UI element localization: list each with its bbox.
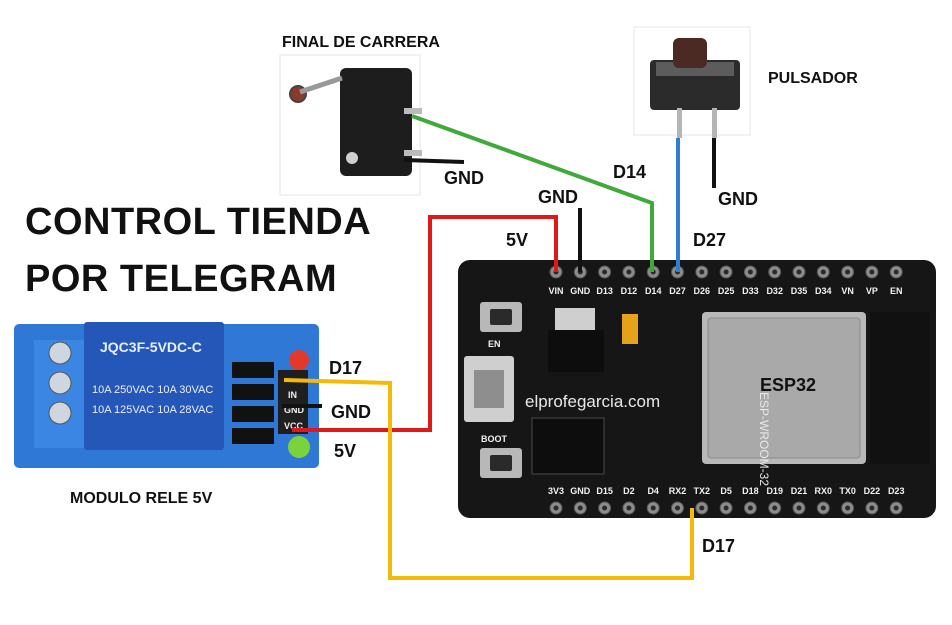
limit-switch-image	[279, 54, 422, 196]
esp-pin-label: EN	[890, 286, 903, 296]
esp-pin-center	[650, 505, 656, 511]
esp-module-text: ESP-WROOM-32	[757, 392, 771, 486]
esp-gnd-label: GND	[538, 187, 578, 207]
esp-pin-center	[602, 269, 608, 275]
esp-pin-center	[796, 269, 802, 275]
esp-pin-center	[772, 269, 778, 275]
esp-pin-center	[699, 505, 705, 511]
esp-pin-label: D33	[742, 286, 759, 296]
esp-pin-center	[845, 505, 851, 511]
esp32-board: VIN GND D13 D12 D14 D27 D26 D25 D33 D32 D35 D34 VN VP…	[458, 260, 936, 518]
esp-pin-label: D12	[621, 286, 638, 296]
wire-d17	[283, 378, 694, 580]
switch-d14-label: D14	[613, 162, 647, 182]
esp-pin-label: D23	[888, 486, 905, 496]
esp-pin-label: TX2	[694, 486, 711, 496]
relay-pin-in: IN	[288, 390, 297, 400]
esp-pin-center	[723, 269, 729, 275]
esp-pin-label: D32	[766, 286, 783, 296]
esp-pin-center	[893, 269, 899, 275]
esp-pin-label: D25	[718, 286, 735, 296]
wire-switch-gnd	[403, 158, 465, 164]
esp-pin-label: D22	[864, 486, 881, 496]
esp-pin-label: D13	[596, 286, 613, 296]
esp-pin-center	[577, 505, 583, 511]
esp-pin-center	[602, 505, 608, 511]
esp-pin-center	[723, 505, 729, 511]
relay-brand-text: JQC3F-5VDC-C	[100, 339, 202, 355]
relay-d17-label: D17	[329, 358, 363, 378]
esp-pin-label: D4	[647, 486, 659, 496]
esp-pin-label: D18	[742, 486, 759, 496]
relay-module-image: JQC3F-5VDC-C 10A 250VAC 10A 30VAC 10A 12…	[8, 318, 333, 474]
tx2-d17-label: D17	[702, 536, 736, 556]
esp-pin-label: D35	[791, 286, 808, 296]
esp-pin-label: GND	[570, 286, 591, 296]
esp-boot-button-label: BOOT	[481, 434, 508, 444]
esp-pin-center	[893, 505, 899, 511]
esp-pin-label: 3V3	[548, 486, 564, 496]
esp-pin-center	[699, 269, 705, 275]
esp32-bottom-pin-row: 3V3 GND D15 D2 D4 RX2 TX2 D5 D18 D19 D21 RX0 TX0 D22 D…	[548, 486, 905, 515]
esp-pin-label: GND	[570, 486, 591, 496]
esp-pin-label: VP	[866, 286, 878, 296]
esp-pin-label: VIN	[548, 286, 563, 296]
esp-pin-center	[747, 505, 753, 511]
watermark-text: elprofegarcia.com	[525, 392, 661, 411]
wires	[282, 114, 716, 580]
esp-pin-label: D27	[669, 286, 686, 296]
relay-gnd-label: GND	[331, 402, 371, 422]
esp-pin-label: D15	[596, 486, 613, 496]
push-button-image	[633, 26, 751, 138]
esp-pin-label: D26	[694, 286, 711, 296]
esp32-top-pin-row: VIN GND D13 D12 D14 D27 D26 D25 D33 D32 D35 D34 VN VP…	[548, 265, 903, 296]
esp-pin-center	[796, 505, 802, 511]
button-gnd-label: GND	[718, 189, 758, 209]
esp-pin-center	[820, 269, 826, 275]
esp-pin-label: D2	[623, 486, 635, 496]
esp-pin-center	[553, 505, 559, 511]
esp-pin-center	[820, 505, 826, 511]
esp-pin-center	[626, 505, 632, 511]
relay-pin-gnd: GND	[284, 405, 305, 415]
esp-pin-label: D19	[766, 486, 783, 496]
esp-5v-label: 5V	[506, 230, 529, 250]
title-line1: CONTROL TIENDA	[25, 201, 372, 243]
esp-pin-center	[675, 505, 680, 511]
esp-pin-label: D5	[720, 486, 732, 496]
relay-module-label: MODULO RELE 5V	[70, 490, 213, 507]
esp32-label: ESP32	[760, 375, 817, 395]
esp-en-button-label: EN	[488, 339, 501, 349]
esp-pin-label: RX2	[669, 486, 687, 496]
esp-pin-label: D34	[815, 286, 832, 296]
relay-rating1-text: 10A 250VAC 10A 30VAC	[92, 384, 213, 396]
esp-pin-center	[869, 269, 875, 275]
esp-pin-label: TX0	[839, 486, 856, 496]
relay-pin-vcc: VCC	[284, 421, 304, 431]
esp-pin-center	[869, 505, 875, 511]
esp-pin-center	[845, 269, 851, 275]
title-line2: POR TELEGRAM	[25, 258, 338, 300]
relay-rating2-text: 10A 125VAC 10A 28VAC	[92, 404, 213, 416]
esp-pin-center	[772, 505, 778, 511]
esp-pin-center	[747, 269, 753, 275]
push-button-label: PULSADOR	[768, 70, 858, 87]
button-d27-label: D27	[693, 230, 727, 250]
limit-switch-label: FINAL DE CARRERA	[282, 34, 440, 51]
esp-pin-label: D21	[791, 486, 808, 496]
wire-5v	[292, 215, 558, 432]
esp-pin-label: VN	[841, 286, 854, 296]
esp-pin-label: D14	[645, 286, 662, 296]
relay-5v-label: 5V	[334, 441, 357, 461]
esp-pin-label: RX0	[815, 486, 833, 496]
switch-gnd-label: GND	[444, 168, 484, 188]
esp-pin-center	[626, 269, 632, 275]
wire-switch-d14	[411, 114, 654, 272]
